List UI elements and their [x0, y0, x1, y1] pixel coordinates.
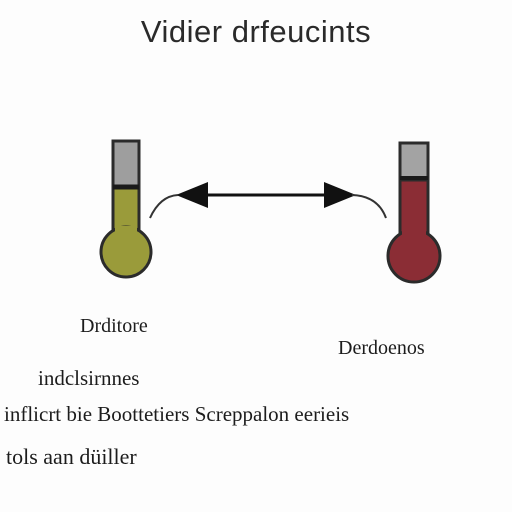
description-line-2: inflicrt bie Boottetiers Screppalon eeri… — [4, 402, 350, 426]
right-thermometer-neck — [402, 228, 426, 244]
left-thermometer-label: Drditore — [80, 315, 148, 337]
diagram-title: Vidier drfeucints — [140, 14, 372, 49]
left-thermometer-cap — [111, 139, 141, 191]
description-line-3: tols aan düiller — [6, 444, 137, 469]
left-thermometer-neck — [115, 226, 137, 242]
right-thermometer — [386, 141, 442, 284]
double-arrow-icon — [149, 182, 387, 219]
right-thermometer-label: Derdoenos — [338, 337, 425, 359]
left-thermometer — [99, 139, 153, 279]
description-line-1: indclsirnnes — [38, 366, 140, 390]
